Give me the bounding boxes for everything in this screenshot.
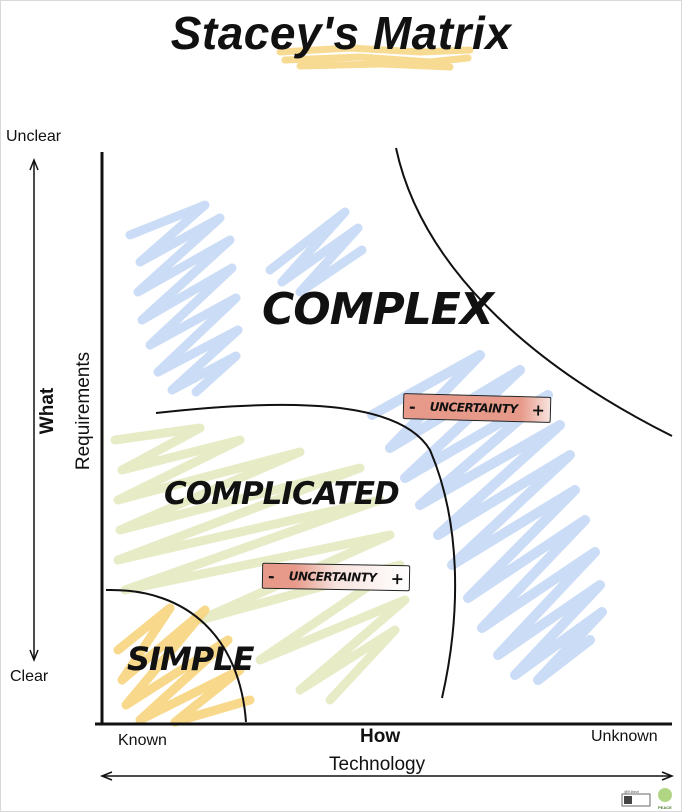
peace-logo-icon (658, 788, 672, 802)
uncertainty-label: UNCERTAINTY (420, 400, 526, 417)
uncertainty-badge-complex: - UNCERTAINTY + (403, 393, 552, 423)
uncertainty-label: UNCERTAINTY (280, 569, 386, 585)
complex-region-label: COMPLEX (262, 284, 493, 335)
blue-scribble-middle (270, 212, 362, 292)
uncertainty-minus-sign: - (404, 397, 421, 416)
x-axis-title: Technology (329, 754, 425, 776)
x-axis-left-label: Known (118, 732, 167, 750)
simple-region-label: SIMPLE (127, 640, 254, 678)
author-credit: @Kibezi (624, 789, 639, 794)
page-title: Stacey's Matrix (0, 6, 682, 60)
y-axis-top-label: Unclear (6, 128, 61, 146)
y-axis-title: Requirements (73, 351, 95, 471)
blue-scribble-left (130, 205, 238, 392)
peace-badge-label: PEACE (658, 805, 672, 810)
uncertainty-minus-sign: - (263, 566, 280, 585)
uncertainty-plus-sign: + (526, 400, 550, 420)
uncertainty-plus-sign: + (385, 568, 409, 587)
complicated-region-label: COMPLICATED (164, 476, 399, 512)
x-axis-right-label: Unknown (591, 728, 658, 746)
x-axis-title-bold: How (360, 726, 400, 748)
license-badge-mark (624, 796, 632, 804)
y-axis-title-bold: What (37, 371, 59, 451)
y-axis-bottom-label: Clear (10, 668, 48, 686)
uncertainty-badge-complicated: - UNCERTAINTY + (262, 563, 410, 592)
